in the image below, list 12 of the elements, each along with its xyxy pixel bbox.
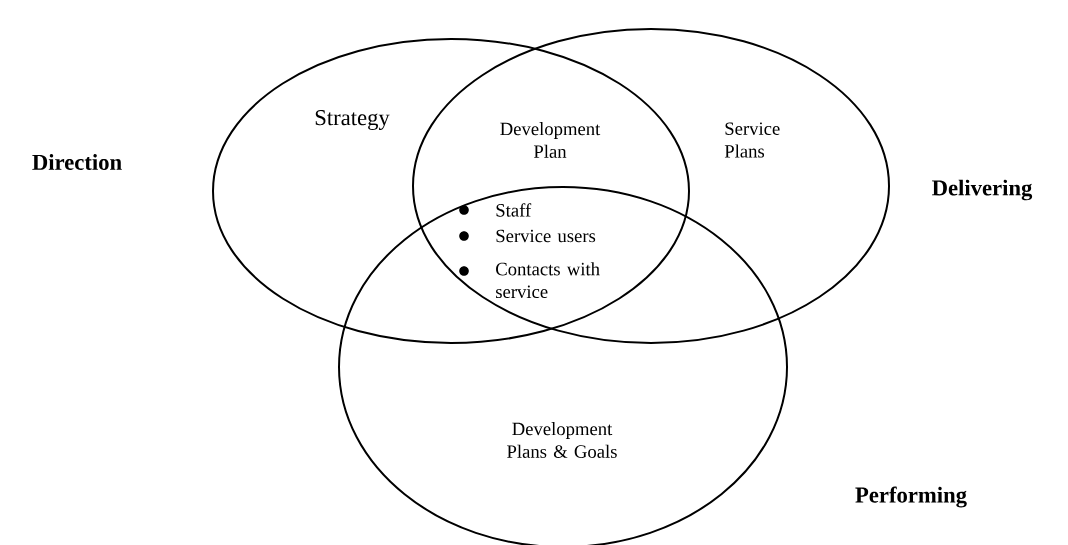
- list-item: Contacts with service: [459, 262, 600, 299]
- region-label: Development Plan: [500, 122, 601, 158]
- circle-heading: Delivering: [932, 179, 1033, 201]
- list-item: Staff: [459, 203, 532, 217]
- region-label: Strategy: [315, 110, 390, 130]
- venn-circle: [212, 38, 690, 344]
- venn-circle: [412, 28, 890, 344]
- list-item: Service users: [459, 229, 596, 243]
- circle-heading: Direction: [32, 154, 122, 170]
- region-label: Development Plans & Goals: [507, 422, 617, 458]
- region-label: Service Plans: [724, 122, 780, 158]
- circle-heading: Performing: [855, 486, 967, 508]
